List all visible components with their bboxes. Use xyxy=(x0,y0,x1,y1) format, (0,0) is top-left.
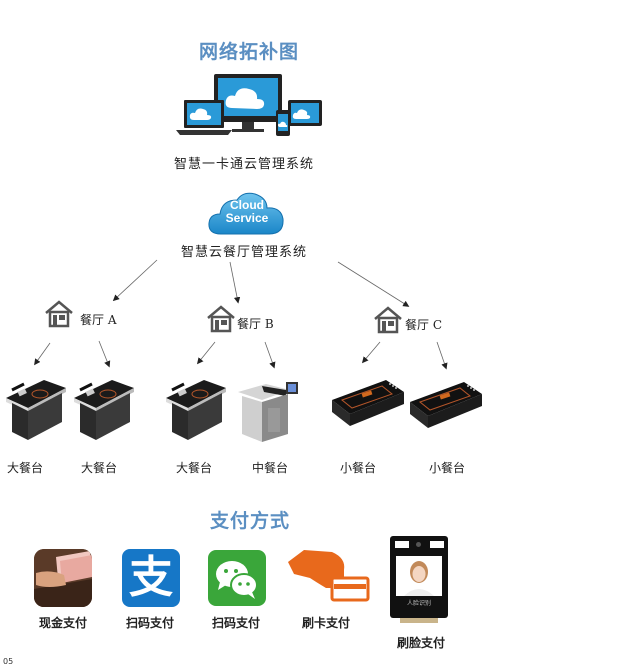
arrow-c-1 xyxy=(361,341,381,364)
payment-label-face: 刷脸支付 xyxy=(397,636,446,650)
page-number: 05 xyxy=(3,657,14,666)
alipay-icon: 支 xyxy=(122,549,180,607)
device-label: 中餐台 xyxy=(252,461,289,475)
device-label: 大餐台 xyxy=(81,461,118,475)
payment-title: 支付方式 xyxy=(210,510,291,532)
house-icon xyxy=(45,300,73,328)
arrow-a-1 xyxy=(34,342,51,366)
house-icon xyxy=(374,306,402,334)
arrow-to-restaurant-b xyxy=(229,261,241,304)
multi-device-cloud-icon xyxy=(172,72,324,140)
arrow-to-restaurant-c xyxy=(337,261,410,307)
payment-label-card: 刷卡支付 xyxy=(302,616,351,630)
device-label: 小餐台 xyxy=(429,461,466,475)
arrow-a-2 xyxy=(98,340,111,368)
large-counter-image xyxy=(72,372,136,442)
cloud-service-icon: Cloud Service xyxy=(207,190,287,238)
face-screen-text: 人脸识别 xyxy=(406,600,431,607)
large-counter-image xyxy=(4,372,68,442)
platform-label: 智慧一卡通云管理系统 xyxy=(174,157,315,172)
cloud-badge-line2: Service xyxy=(225,211,269,225)
house-icon xyxy=(207,305,235,333)
device-label: 小餐台 xyxy=(340,461,377,475)
device-label: 大餐台 xyxy=(7,461,44,475)
face-screen xyxy=(396,556,442,596)
card-swipe-icon xyxy=(286,548,372,608)
medium-counter-image xyxy=(236,378,300,444)
arrow-b-1 xyxy=(196,341,216,365)
large-counter-image xyxy=(164,372,228,442)
restaurant-a-label: 餐厅 A xyxy=(80,313,117,327)
payment-label-wechat: 扫码支付 xyxy=(212,616,261,630)
wechat-icon xyxy=(208,550,266,606)
payment-label-alipay: 扫码支付 xyxy=(126,616,175,630)
small-counter-image xyxy=(330,378,406,434)
small-counter-image xyxy=(408,380,484,436)
arrow-b-2 xyxy=(264,341,276,369)
arrow-to-restaurant-a xyxy=(112,259,158,302)
arrow-c-2 xyxy=(436,341,448,370)
cloud-badge-line1: Cloud xyxy=(230,198,264,212)
cloud-label: 智慧云餐厅管理系统 xyxy=(181,245,308,260)
restaurant-b-label: 餐厅 B xyxy=(237,317,274,331)
face-recognition-icon: 人脸识别 xyxy=(388,536,452,624)
restaurant-c-label: 餐厅 C xyxy=(405,318,442,332)
device-label: 大餐台 xyxy=(176,461,213,475)
topology-title: 网络拓补图 xyxy=(199,41,300,63)
payment-label-cash: 现金支付 xyxy=(39,616,88,630)
cash-icon xyxy=(34,549,92,607)
alipay-glyph: 支 xyxy=(129,552,173,603)
